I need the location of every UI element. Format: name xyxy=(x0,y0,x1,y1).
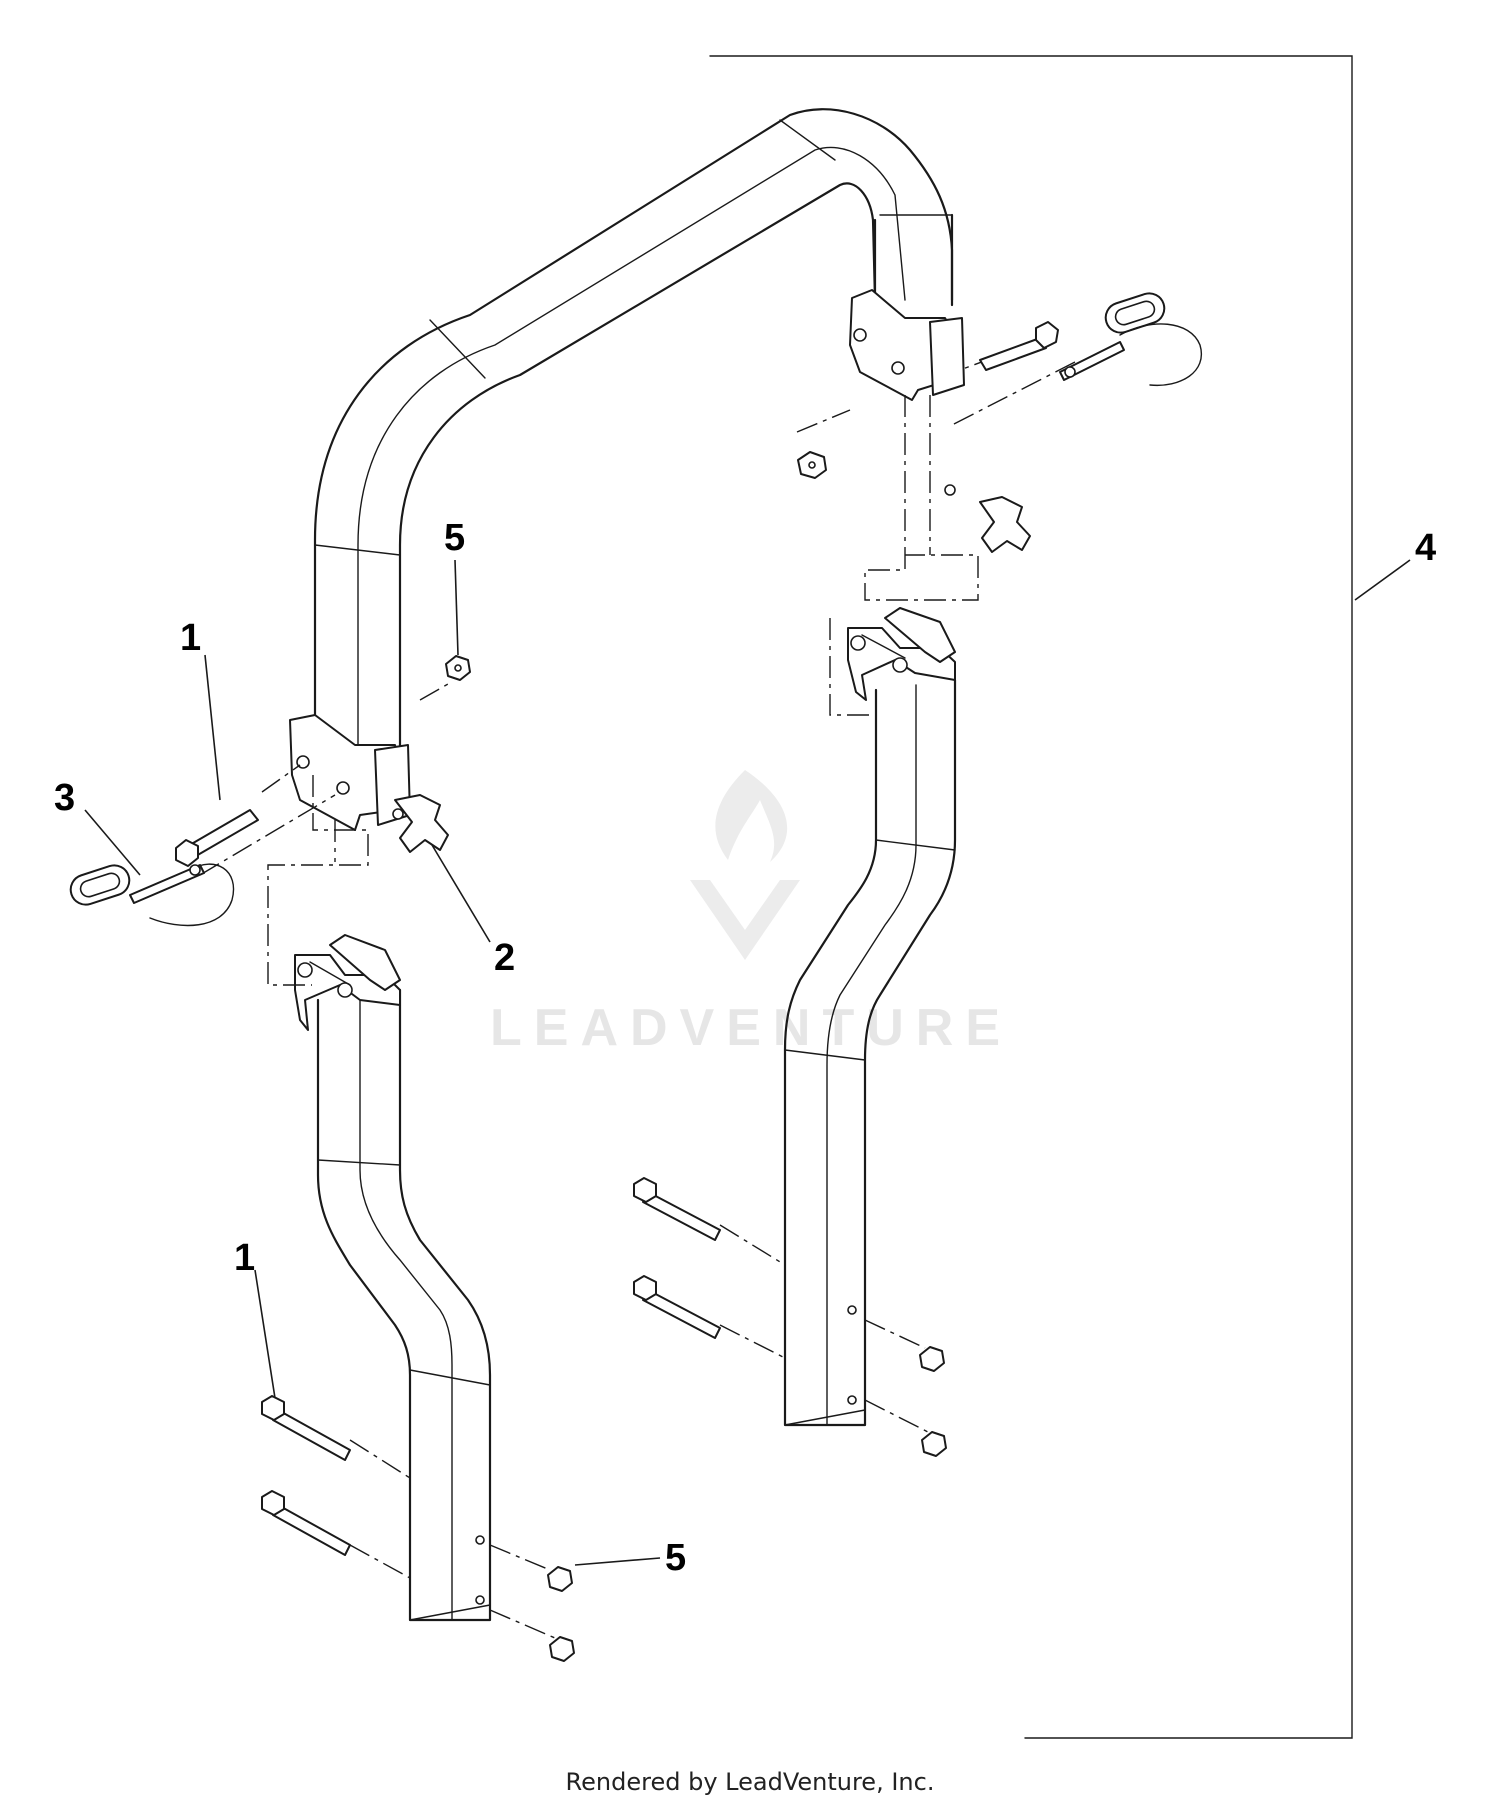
callout-3: 3 xyxy=(54,777,75,819)
callout-5-bottom: 5 xyxy=(665,1537,686,1579)
upper-left-bracket xyxy=(289,714,411,831)
upper-left-nut xyxy=(445,655,471,681)
lower-right-nut-2 xyxy=(921,1431,947,1457)
lower-right-bolts xyxy=(633,1177,721,1339)
footer-credit: Rendered by LeadVenture, Inc. xyxy=(566,1768,935,1796)
watermark-text: LEADVENTURE xyxy=(490,999,1012,1057)
upper-right-nut xyxy=(797,451,827,479)
lower-left-nut-1 xyxy=(547,1566,573,1592)
lower-left-leg xyxy=(316,988,492,1622)
left-hitch-pin xyxy=(69,863,235,927)
lower-left-nut-2 xyxy=(549,1636,575,1662)
lower-left-bolts xyxy=(261,1395,351,1556)
lower-right-nut-1 xyxy=(919,1346,945,1372)
lower-right-clevis xyxy=(847,607,956,701)
upper-right-bolt xyxy=(979,321,1059,371)
alignment-phantom-lines xyxy=(199,356,1076,1639)
upper-left-bolt xyxy=(175,809,259,867)
lower-right-leg xyxy=(783,678,957,1427)
leader-lines xyxy=(84,559,1411,1566)
leadventure-watermark-logo: LEADVENTURE xyxy=(490,770,1012,1057)
callout-1-bottom: 1 xyxy=(234,1237,255,1279)
right-hitch-pin xyxy=(1059,292,1203,387)
callout-2: 2 xyxy=(494,937,515,979)
upper-roll-bar xyxy=(313,108,954,772)
callout-5-top: 5 xyxy=(444,517,465,559)
upper-right-bracket xyxy=(849,289,965,401)
left-knob xyxy=(392,794,449,853)
assembly-bracket xyxy=(709,55,1353,1739)
right-knob xyxy=(944,484,1031,553)
callout-4: 4 xyxy=(1415,527,1436,569)
callout-1-top: 1 xyxy=(180,617,201,659)
lower-left-clevis xyxy=(294,934,401,1031)
